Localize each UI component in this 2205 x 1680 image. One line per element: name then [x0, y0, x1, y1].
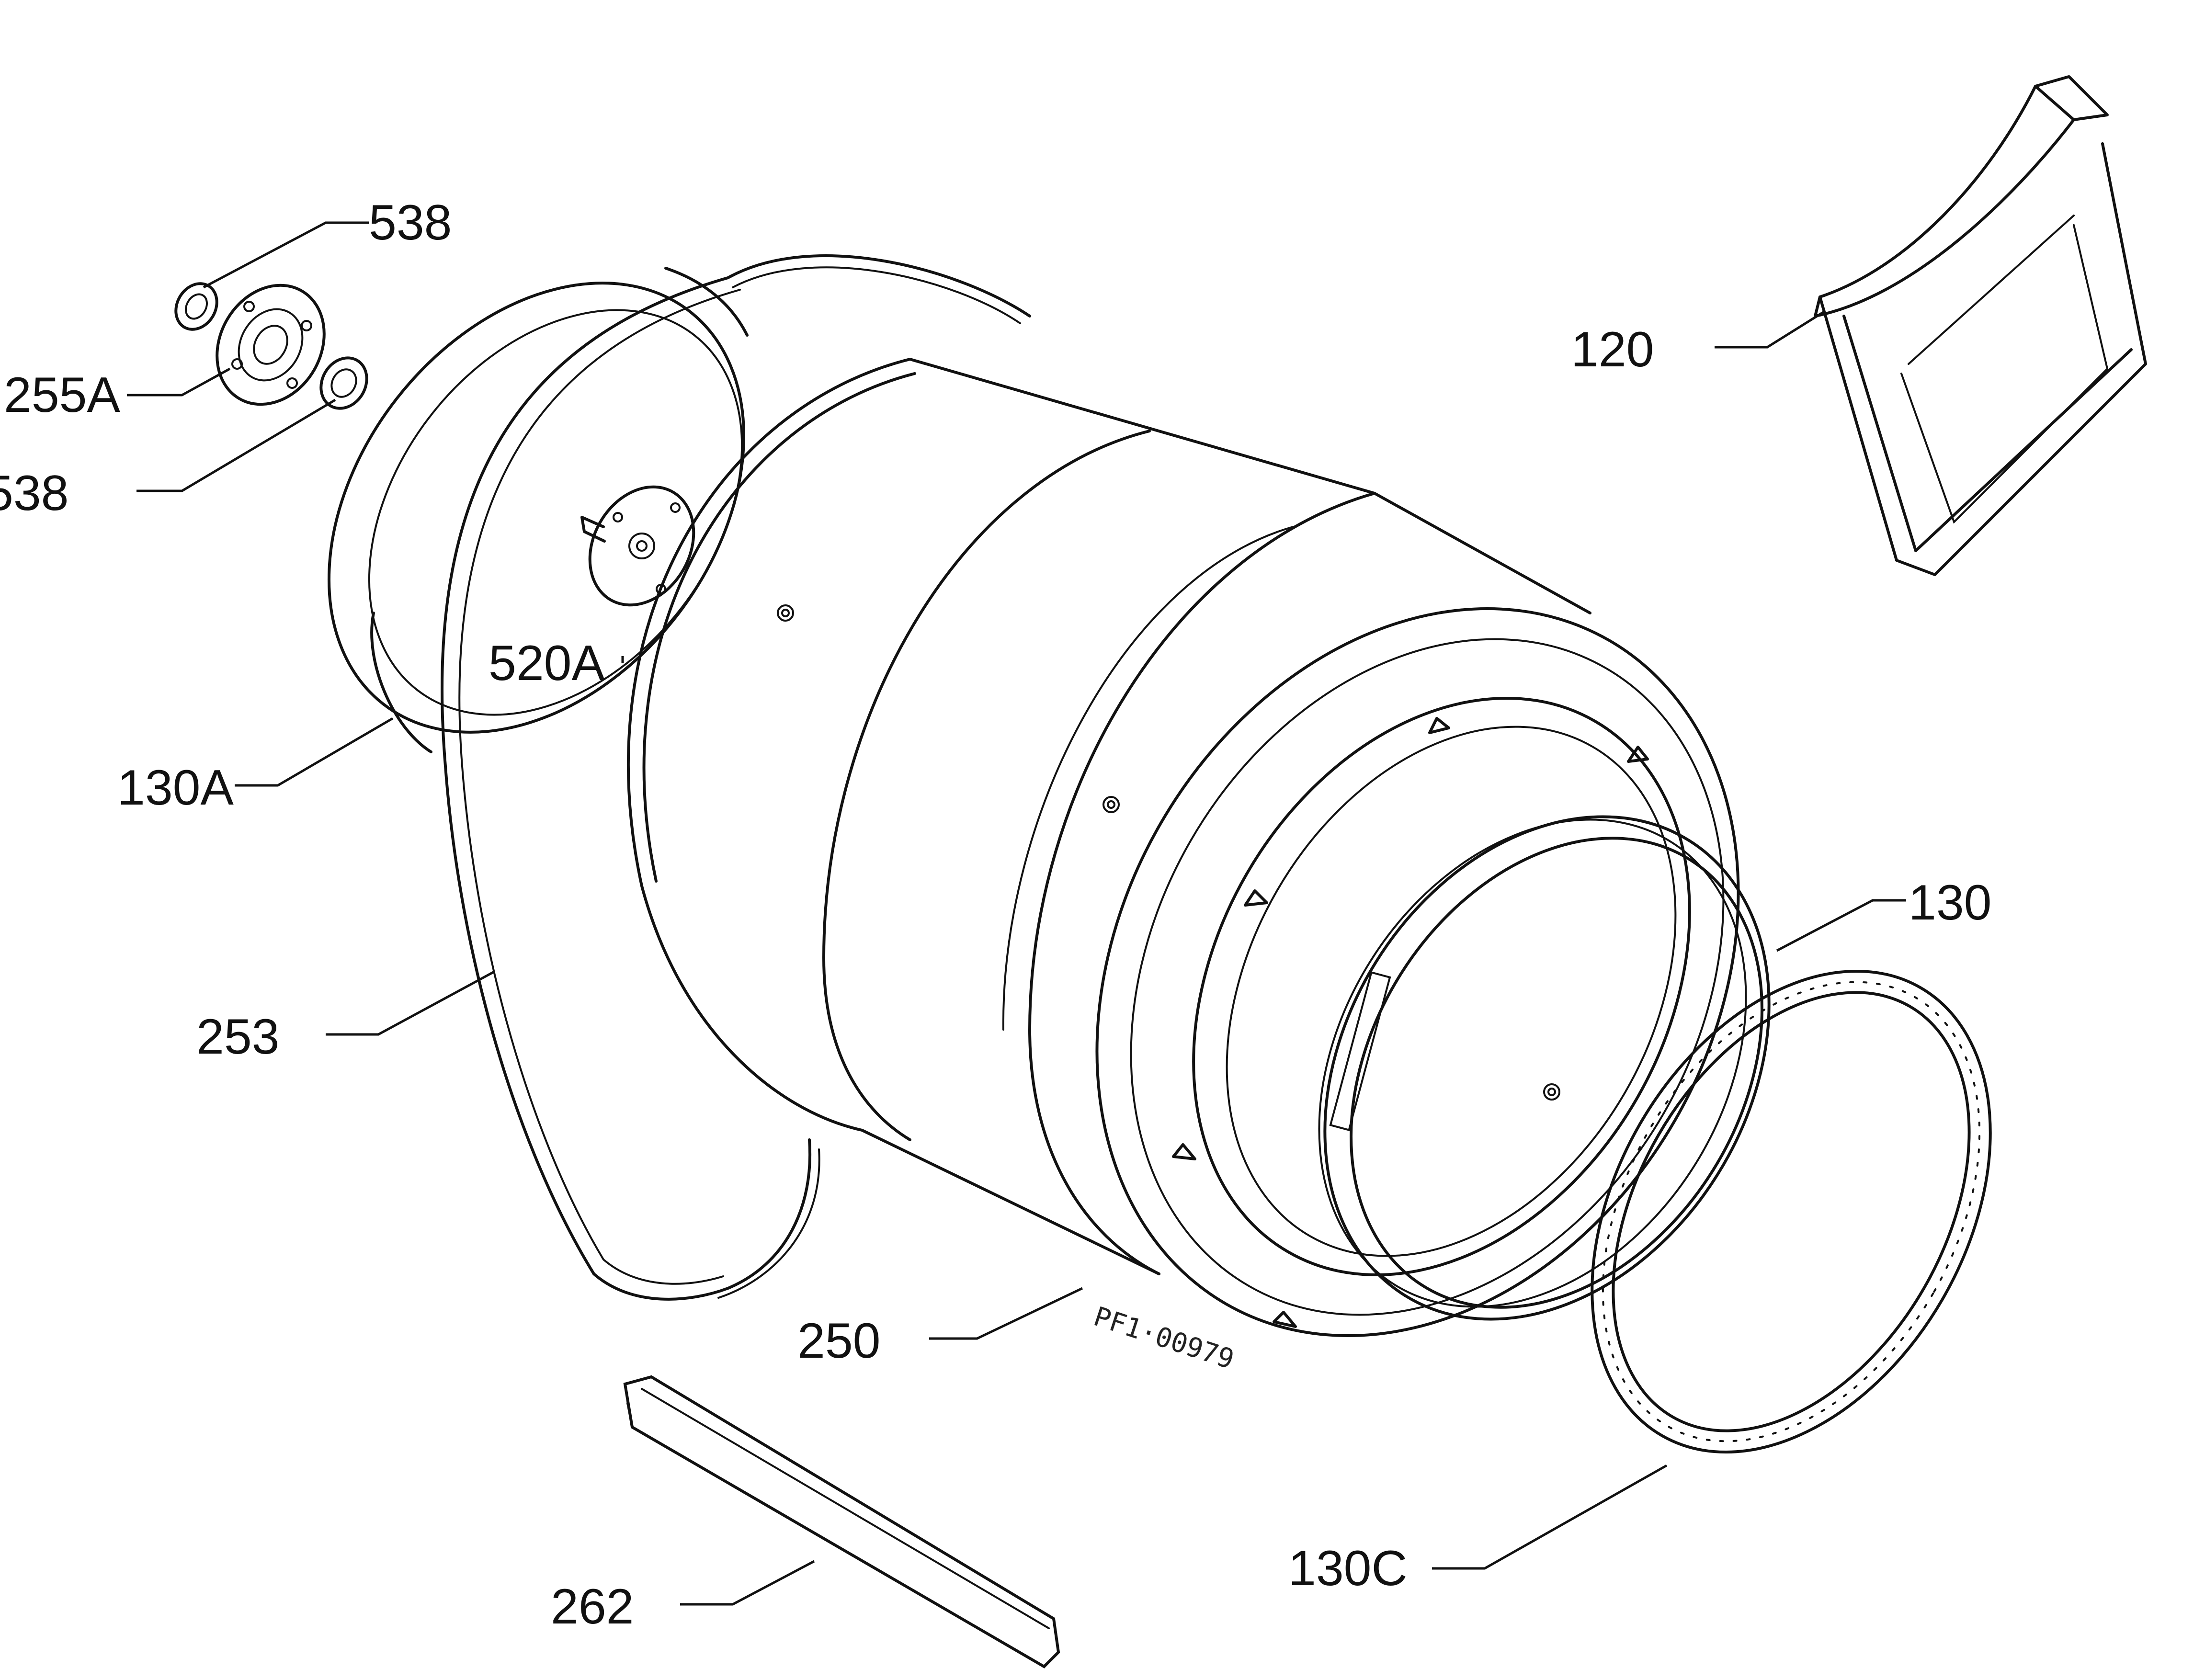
lint-filter [1814, 75, 2147, 576]
drawing-reference-code: PF1·00979 [1090, 1301, 1238, 1375]
label-262: 262 [551, 1579, 634, 1635]
label-255a: 255A [4, 367, 121, 423]
label-253: 253 [196, 1009, 280, 1065]
label-130c: 130C [1288, 1541, 1408, 1596]
rear-drum-end-plate [327, 267, 749, 753]
drum [626, 358, 1591, 1275]
support-strip [623, 1375, 1060, 1669]
bearing-plate-assembly [174, 282, 368, 410]
leader-lines [127, 221, 1906, 1606]
drive-belt [441, 254, 1031, 1301]
front-seal-ring [1318, 815, 1771, 1321]
front-felt-strip [1591, 969, 1992, 1454]
label-250: 250 [797, 1313, 881, 1369]
label-520a: 520A [489, 636, 605, 691]
label-130a: 130A [117, 760, 234, 816]
label-130: 130 [1909, 875, 1992, 931]
label-120: 120 [1571, 322, 1654, 377]
label-538-bottom: 538 [0, 465, 69, 521]
drum-front-opening [1095, 607, 1740, 1338]
label-538-top: 538 [369, 195, 452, 250]
rear-bearing-bracket [580, 485, 695, 607]
